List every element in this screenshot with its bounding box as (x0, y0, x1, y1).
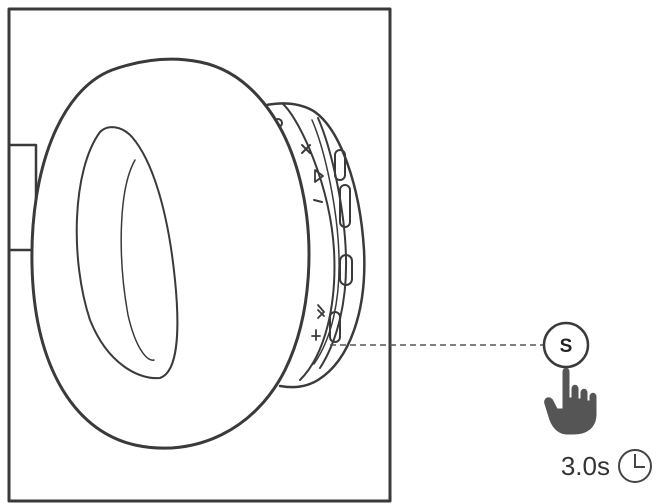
clock-icon (618, 449, 652, 483)
usb-glyph (311, 329, 321, 341)
bluetooth-glyph (317, 304, 325, 319)
headphone-earcup (7, 7, 392, 503)
control-strip (317, 117, 348, 369)
cushion-opening-inner (120, 159, 155, 361)
play-glyph (314, 169, 324, 183)
callout-letter: S (560, 336, 573, 357)
housing-rim (282, 103, 336, 381)
power-button (334, 149, 346, 181)
step-callout: S (542, 321, 590, 369)
plus-glyph (301, 144, 311, 154)
ear-cushion (30, 57, 311, 450)
cushion-opening (75, 126, 179, 380)
bluetooth-button (339, 254, 353, 286)
callout-circle (542, 321, 590, 369)
frame-box (7, 7, 392, 503)
volume-slider (339, 184, 351, 228)
hold-duration: 3.0s (560, 451, 610, 481)
minus-glyph (313, 199, 323, 203)
control-strip-inner (311, 119, 340, 365)
bottom-button (329, 311, 341, 343)
press-hold-hand-icon (544, 367, 597, 435)
